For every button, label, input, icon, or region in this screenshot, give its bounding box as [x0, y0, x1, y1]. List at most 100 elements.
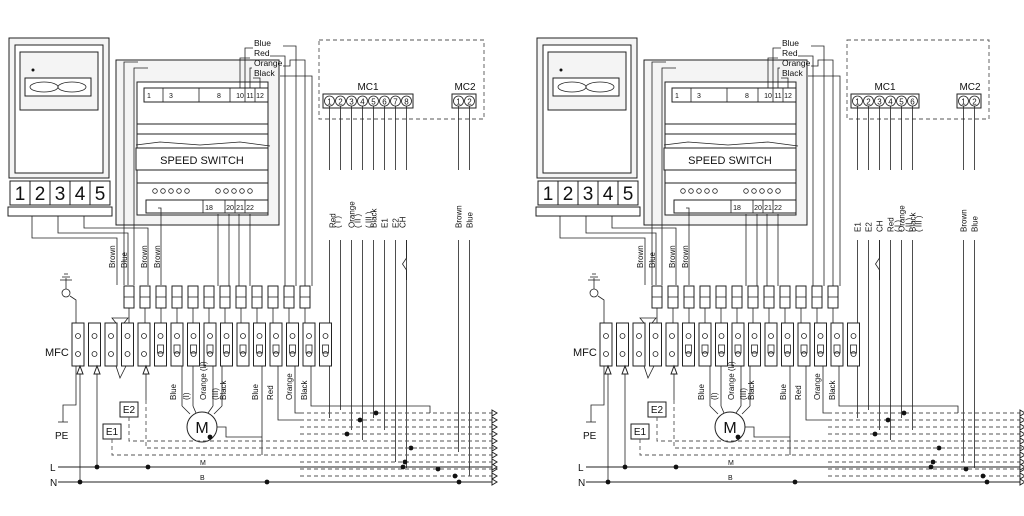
mfc-terminal-row: MFC — [45, 317, 332, 380]
wire-arrow — [1019, 472, 1024, 480]
wire-color-label: Orange — [348, 201, 357, 228]
terminal-arrow — [93, 364, 101, 375]
terminal-screw — [157, 351, 164, 357]
terminal-rail — [7, 206, 113, 217]
wire — [673, 400, 1024, 449]
e1-label: E1 — [106, 427, 119, 438]
terminal-screw — [718, 333, 725, 339]
mc-module-outline — [846, 39, 990, 120]
terminal-screw — [273, 351, 279, 357]
junction-dot — [77, 479, 83, 485]
wire-color-label: ( III ) — [915, 215, 924, 232]
mc1-terminal-number: 1 — [855, 98, 860, 107]
junction-dot — [456, 479, 462, 485]
pe-label: PE — [583, 431, 597, 442]
pe-label: PE — [55, 431, 69, 442]
wire — [253, 77, 261, 88]
m-label: M — [728, 460, 734, 467]
mfc-terminal — [269, 322, 283, 367]
speed-switch-break-line — [135, 141, 271, 147]
mc1-terminal-number: 3 — [877, 98, 882, 107]
mfc-terminal — [187, 322, 200, 367]
wire — [213, 405, 223, 415]
junction-dot — [885, 417, 891, 423]
speed-switch-terminal: 8 — [745, 93, 749, 100]
control-terminal-number: 2 — [35, 184, 46, 205]
terminal-screw — [91, 333, 98, 339]
speed-switch-terminal: 8 — [217, 93, 221, 100]
screw-hole — [680, 188, 686, 194]
screw-hole — [160, 188, 166, 194]
screw-hole — [184, 188, 190, 194]
junction-dot — [928, 464, 934, 470]
mc1-terminal-number: 2 — [338, 98, 343, 107]
terminal-fuse — [718, 344, 725, 354]
top-terminal-block — [671, 87, 797, 103]
terminal-screw — [174, 333, 180, 339]
terminal-screw — [784, 351, 791, 357]
speed-switch-terminal: 12 — [256, 93, 264, 100]
terminal-screw — [108, 333, 114, 339]
wire — [283, 45, 297, 286]
terminal-fuse — [190, 344, 197, 354]
mfc-terminal — [682, 322, 695, 367]
mc1-terminal-number: 6 — [382, 98, 387, 107]
screw-hole — [247, 188, 253, 194]
screw-hole — [743, 188, 749, 194]
terminal-screw — [603, 351, 609, 357]
motor-wire-label: Orange — [813, 373, 822, 400]
l-label: L — [50, 463, 56, 474]
motor-wire-label: Orange (II) — [199, 361, 208, 400]
wire — [822, 366, 828, 414]
e2-label: E2 — [123, 405, 136, 416]
motor-label: M — [195, 420, 208, 437]
wire-color-label: Blue — [120, 251, 129, 268]
wire-arrow — [1019, 437, 1024, 445]
mfc-terminal — [220, 322, 233, 367]
wire — [651, 61, 666, 285]
wire-color-label: Brown — [681, 245, 690, 268]
control-terminal-number: 4 — [603, 184, 614, 205]
terminal-arrow — [604, 364, 612, 375]
bus-lines — [789, 366, 1024, 480]
terminal-screw — [652, 351, 659, 357]
speed-switch-label: SPEED SWITCH — [160, 155, 244, 167]
ground-terminal — [589, 288, 599, 298]
wire — [123, 61, 138, 285]
speed-switch-terminal: 1 — [147, 93, 151, 100]
mc1-terminal-block — [850, 93, 920, 109]
junction-dot — [264, 479, 270, 485]
terminal-screw — [141, 333, 147, 339]
mfc-terminal — [616, 322, 629, 367]
wire — [249, 67, 252, 88]
wire — [798, 55, 814, 286]
terminal-screw — [174, 351, 180, 357]
b-label: B — [200, 475, 205, 482]
motor-wire-label: Blue — [779, 383, 788, 400]
screw-hole — [696, 188, 702, 194]
terminal-screw — [685, 333, 692, 339]
jumper — [111, 317, 129, 324]
wire-color-label: E2 — [392, 218, 401, 228]
motor-wire-label: Red — [794, 385, 803, 400]
terminal-screw — [306, 333, 312, 339]
mfc-terminal — [847, 322, 860, 367]
terminal-fuse — [256, 344, 263, 354]
mc1-terminal-block — [322, 93, 414, 109]
junction-dot — [872, 431, 878, 437]
mc1-terminal-number: 2 — [866, 98, 871, 107]
wire-arrow — [491, 409, 498, 417]
mc1-terminal-number: 3 — [349, 98, 354, 107]
top-terminal-block — [143, 87, 269, 103]
wire — [661, 67, 676, 285]
junction-dot — [145, 464, 151, 470]
mc1-terminal-number: 8 — [404, 98, 409, 107]
wire — [805, 366, 828, 421]
wire — [244, 47, 253, 88]
terminal-screw — [124, 351, 131, 357]
